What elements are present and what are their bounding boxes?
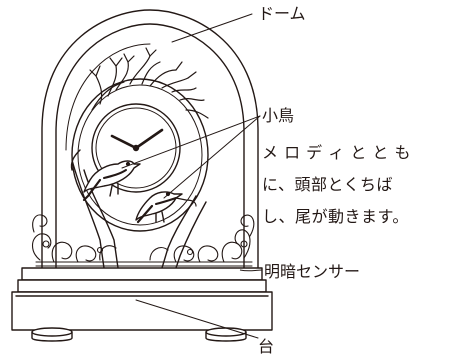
foot-left: [31, 327, 73, 337]
tree-branches: [89, 47, 209, 119]
label-dome: ドーム: [258, 4, 306, 23]
tree-trunk-left: [71, 159, 105, 269]
filigree-band: [31, 214, 255, 267]
leader-sensor: [239, 269, 263, 272]
leader-bird-lower: [163, 115, 261, 199]
clock-outer-ring: [71, 78, 209, 232]
label-base: 台: [258, 337, 275, 356]
bird-description-line-2: に、頭部とくちば: [262, 175, 394, 194]
label-bird: 小鳥: [262, 106, 295, 125]
bird-description-line-1: メ ロ デ ィ と と も: [262, 143, 412, 162]
upper-bird: [82, 160, 141, 202]
lower-bird: [135, 191, 197, 224]
leader-dome: [171, 13, 253, 43]
dome-inner-line: [55, 23, 245, 297]
bird-description-line-3: し、尾が動きます。: [262, 207, 409, 226]
dome-outline: [41, 9, 259, 301]
clock-face: [91, 103, 181, 193]
clock-hands: [110, 128, 164, 150]
leader-base: [135, 299, 259, 339]
clock-base: [11, 267, 273, 331]
label-sensor: 明暗センサー: [264, 262, 361, 281]
leader-bird-upper: [121, 115, 261, 169]
